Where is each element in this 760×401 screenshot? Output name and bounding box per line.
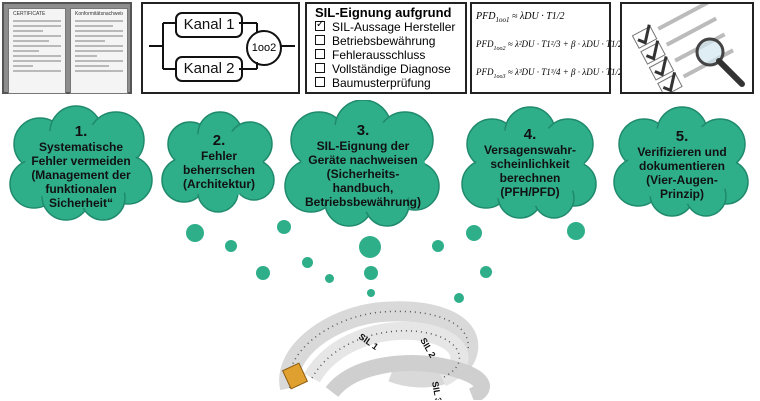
step-1-number: 1. bbox=[74, 123, 88, 140]
bubble-dot bbox=[454, 293, 464, 303]
channel-1-box: Kanal 1 bbox=[175, 12, 243, 38]
cloud-shape bbox=[613, 106, 749, 217]
voting-circle: 1oo2 bbox=[246, 30, 282, 66]
checklist-panel bbox=[620, 2, 754, 94]
bubble-dot bbox=[432, 240, 444, 252]
sil-suitability-panel: SIL-Eignung aufgrund SIL-Aussage Herstel… bbox=[305, 2, 467, 94]
sil-list-item: SIL-Aussage Hersteller bbox=[315, 18, 457, 34]
sil-list-item: Vollständige Diagnose bbox=[315, 62, 457, 76]
cloud-shape bbox=[9, 105, 153, 221]
sil-list-item: Baumusterprüfung bbox=[315, 76, 457, 90]
checklist-magnifier-icon bbox=[631, 4, 745, 92]
bubble-dot bbox=[186, 224, 204, 242]
step-1-cloud: 1. Systematische Fehler vermeiden (Manag… bbox=[8, 104, 154, 222]
sil-list-item: Betriebsbewährung bbox=[315, 34, 457, 48]
cloud-shape bbox=[161, 111, 275, 213]
channel-2-box: Kanal 2 bbox=[175, 56, 243, 82]
certificate-title: CERTIFICATE bbox=[13, 11, 46, 17]
checkbox-icon bbox=[315, 63, 325, 73]
checkbox-icon bbox=[315, 35, 325, 45]
bubble-dot bbox=[466, 225, 482, 241]
bubble-dot bbox=[364, 266, 378, 280]
certificate-panel: CERTIFICATE Konformitätsnachweis bbox=[2, 2, 132, 94]
conformity-document: Konformitätsnachweis bbox=[70, 8, 128, 94]
sil-list-title: SIL-Eignung aufgrund bbox=[315, 5, 452, 20]
architecture-panel: Kanal 1 Kanal 2 1oo2 bbox=[141, 2, 300, 94]
sil-list-item: Fehlerausschluss bbox=[315, 48, 457, 62]
tape-label-sil3: SIL 3 bbox=[430, 381, 444, 400]
certificate-document: CERTIFICATE bbox=[8, 8, 66, 94]
cloud-shape bbox=[284, 100, 440, 227]
checkbox-icon bbox=[315, 49, 325, 59]
bubble-dot bbox=[302, 257, 313, 268]
step-5-number: 5. bbox=[675, 128, 689, 145]
pfd-formula-panel: PFD1oo1 ≈ λDU · T1/2 PFD1oo2 ≈ λ²DU · T1… bbox=[470, 2, 622, 94]
step-2-cloud: 2. Fehler beherrschen (Architektur) bbox=[160, 110, 278, 214]
bubble-dot bbox=[256, 266, 270, 280]
conformity-title: Konformitätsnachweis bbox=[75, 11, 123, 17]
step-4-number: 4. bbox=[523, 126, 537, 143]
bubble-dot bbox=[225, 240, 237, 252]
step-4-cloud: 4. Versagenswahr- scheinlichkeit berechn… bbox=[460, 106, 600, 220]
step-2-number: 2. bbox=[212, 132, 226, 149]
checkbox-icon bbox=[315, 77, 325, 87]
formula-1oo1: PFD1oo1 ≈ λDU · T1/2 bbox=[476, 11, 565, 24]
bubble-dot bbox=[325, 274, 334, 283]
formula-1oo2: PFD1oo2 ≈ λ²DU · T1²/3 + β · λDU · T1/2 bbox=[476, 39, 623, 52]
step-3-cloud: 3. SIL-Eignung der Geräte nachweisen (Si… bbox=[283, 100, 443, 228]
step-3-number: 3. bbox=[356, 122, 370, 139]
cloud-shape bbox=[461, 106, 597, 219]
bubble-dot bbox=[567, 222, 585, 240]
step-5-cloud: 5. Verifizieren und dokumentieren (Vier-… bbox=[612, 106, 752, 218]
bubble-dot bbox=[367, 289, 375, 297]
formula-1oo3: PFD1oo3 ≈ λ³DU · T1³/4 + β · λDU · T1/2 bbox=[476, 67, 623, 80]
checked-box-icon bbox=[315, 18, 325, 32]
bubble-dot bbox=[277, 220, 291, 234]
measuring-tape-icon: SIL 1 SIL 2 SIL 3 bbox=[279, 301, 490, 400]
bubble-dot bbox=[359, 236, 381, 258]
bubble-dot bbox=[480, 266, 492, 278]
